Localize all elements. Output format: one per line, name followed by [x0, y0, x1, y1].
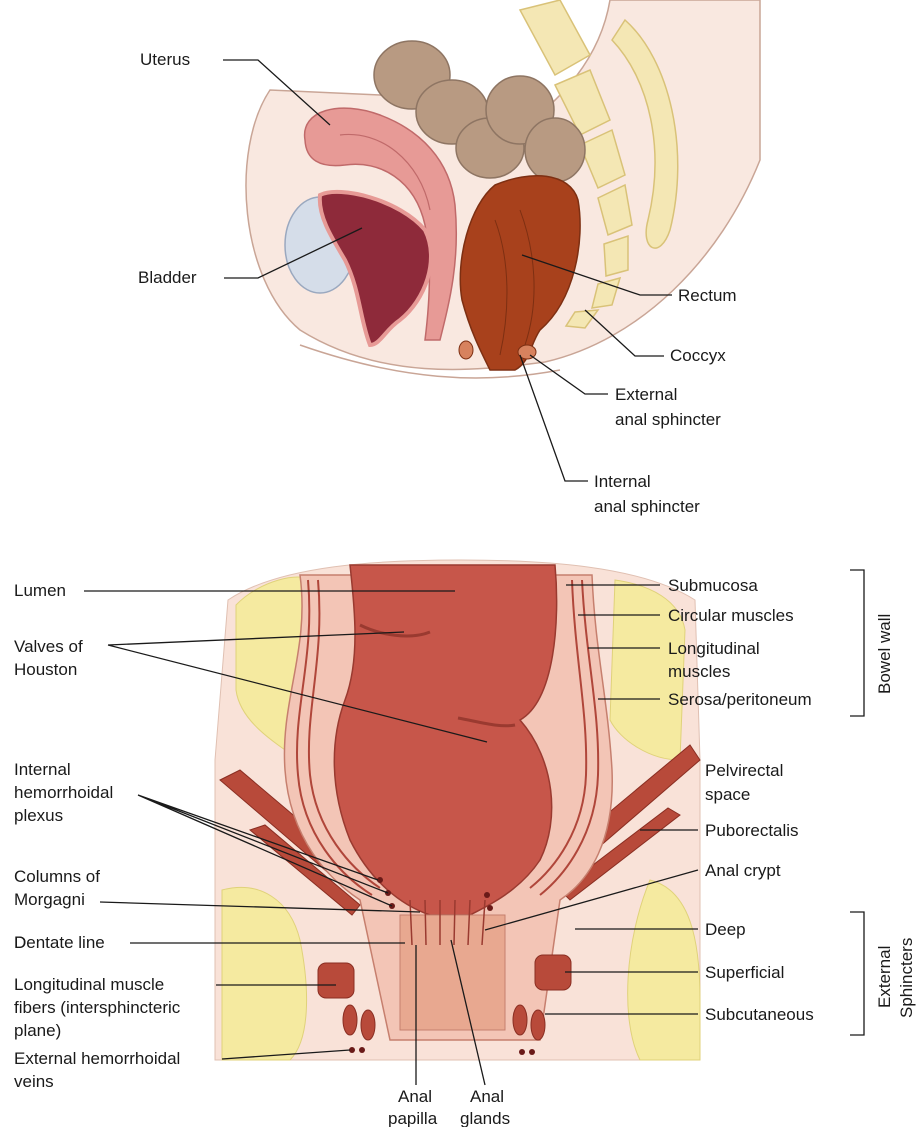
label-coccyx: Coccyx [670, 346, 726, 365]
label-longitudinal-muscles-2: muscles [668, 662, 730, 681]
label-rectum: Rectum [678, 286, 737, 305]
bracket-external-sphincters: External Sphincters [850, 912, 916, 1035]
label-pelvirectal-space-1: Pelvirectal [705, 761, 783, 780]
internal-anal-sphincter [459, 341, 473, 359]
label-external-anal-sphincter-2: anal sphincter [615, 410, 721, 429]
label-circular-muscles: Circular muscles [668, 606, 794, 625]
label-anal-papilla-1: Anal [398, 1087, 432, 1106]
label-longitudinal-muscles-1: Longitudinal [668, 639, 760, 658]
label-valves-of-houston-2: Houston [14, 660, 77, 679]
bracket-label-external: External [875, 946, 894, 1008]
label-valves-of-houston-1: Valves of [14, 637, 83, 656]
label-longitudinal-muscle-fibers-3: plane) [14, 1021, 61, 1040]
label-internal-hemorrhoidal-plexus-1: Internal [14, 760, 71, 779]
label-longitudinal-muscle-fibers-1: Longitudinal muscle [14, 975, 164, 994]
lumen [334, 565, 556, 915]
label-serosa-peritoneum: Serosa/peritoneum [668, 690, 812, 709]
label-bladder: Bladder [138, 268, 197, 287]
label-dentate-line-full: Dentate line [14, 933, 105, 952]
label-internal-hemorrhoidal-plexus-3: plexus [14, 806, 63, 825]
label-columns-of-morgagni-2: Morgagni [14, 890, 85, 909]
label-anal-crypt: Anal crypt [705, 861, 781, 880]
label-external-hemorrhoidal-veins-1: External hemorrhoidal [14, 1049, 180, 1068]
label-columns-of-morgagni-1: Columns of [14, 867, 100, 886]
label-lumen: Lumen [14, 581, 66, 600]
label-anal-glands-2: glands [460, 1109, 510, 1127]
sagittal-view [246, 0, 760, 378]
bracket-label-bowel-wall: Bowel wall [875, 614, 894, 694]
label-deep: Deep [705, 920, 746, 939]
label-external-anal-sphincter-1: External [615, 385, 677, 404]
label-internal-hemorrhoidal-plexus-2: hemorrhoidal [14, 783, 113, 802]
label-superficial: Superficial [705, 963, 784, 982]
label-longitudinal-muscle-fibers-2: fibers (intersphincteric [14, 998, 181, 1017]
label-puborectalis: Puborectalis [705, 821, 799, 840]
bracket-bowel-wall: Bowel wall [850, 570, 894, 716]
label-uterus: Uterus [140, 50, 190, 69]
bracket-label-sphincters: Sphincters [897, 938, 916, 1018]
label-internal-anal-sphincter-2: anal sphincter [594, 497, 700, 516]
label-anal-papilla-2: papilla [388, 1109, 438, 1127]
label-anal-glands-1: Anal [470, 1087, 504, 1106]
label-external-hemorrhoidal-veins-2: veins [14, 1072, 54, 1091]
label-pelvirectal-space-2: space [705, 785, 750, 804]
label-submucosa: Submucosa [668, 576, 758, 595]
label-subcutaneous: Subcutaneous [705, 1005, 814, 1024]
label-internal-anal-sphincter-1: Internal [594, 472, 651, 491]
